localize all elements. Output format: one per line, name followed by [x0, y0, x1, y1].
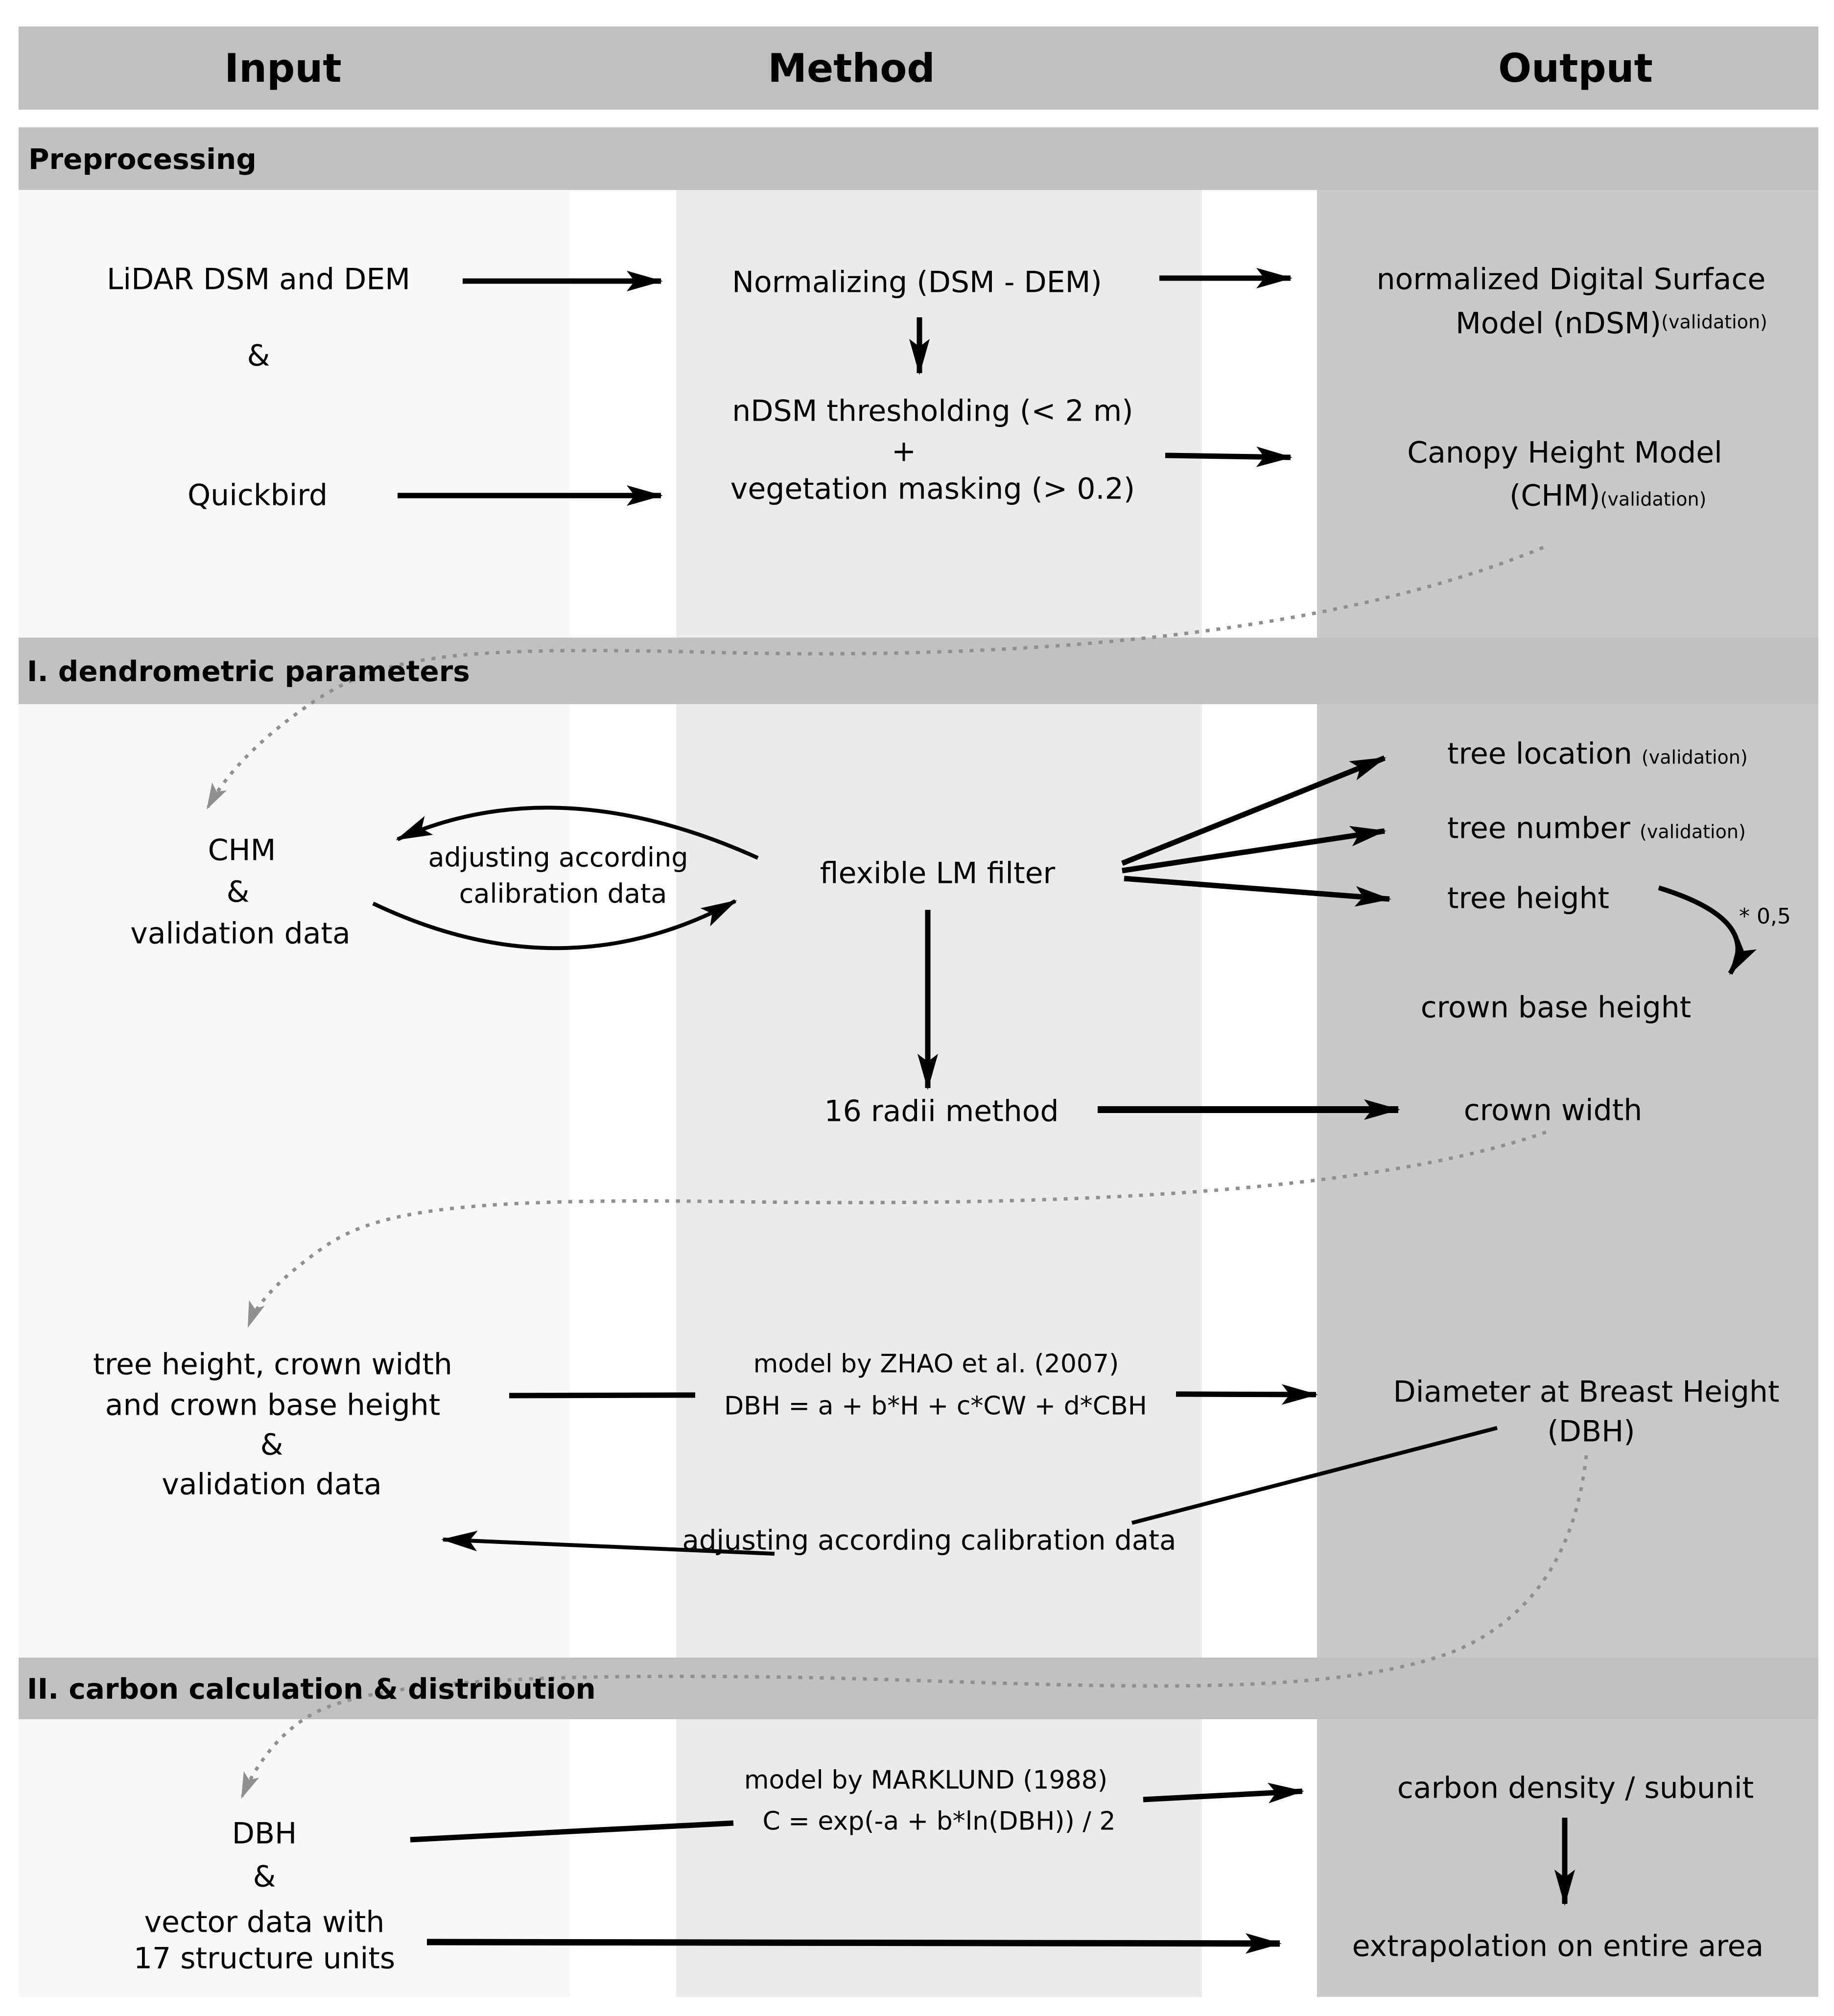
chm-abbrev: (CHM): [1509, 478, 1600, 513]
tree-location-label: tree location: [1447, 736, 1632, 771]
ndsm-label: Model (nDSM): [1456, 306, 1662, 341]
node-adjusting-label: adjusting according calibration data: [682, 1524, 1176, 1557]
ndsm-validation-note: (validation): [1661, 311, 1767, 333]
node-vector-data-line2: 17 structure units: [133, 1941, 396, 1976]
node-carbon-density: carbon density / subunit: [1397, 1771, 1754, 1805]
node-extrapolation: extrapolation on entire area: [1352, 1929, 1764, 1964]
node-ndsm-line2: Model (nDSM)(validation): [1456, 308, 1767, 339]
node-dbh-output-line2: (DBH): [1547, 1414, 1635, 1449]
node-flexible-lm-filter: flexible LM filter: [820, 856, 1056, 891]
node-vector-data-line1: vector data with: [144, 1905, 385, 1940]
ampersand: &: [226, 875, 250, 909]
node-dbh-input-line2: and crown base height: [105, 1388, 441, 1423]
node-crown-base-height: crown base height: [1420, 990, 1692, 1025]
node-16-radii-method: 16 radii method: [824, 1094, 1059, 1129]
section-title-preprocessing: Preprocessing: [28, 142, 257, 176]
node-dbh-input-line3: validation data: [162, 1467, 382, 1502]
preprocessing-section-bar: [19, 127, 1818, 190]
ampersand: &: [247, 338, 270, 373]
input-column-band: [19, 190, 570, 1997]
node-dbh-output-line1: Diameter at Breast Height: [1393, 1375, 1780, 1409]
plus-sign: +: [891, 434, 917, 469]
node-validation-data: validation data: [130, 916, 351, 951]
section-title-dendrometric: I. dendrometric parameters: [27, 655, 470, 688]
loop-label-line2: calibration data: [459, 878, 667, 909]
node-chm-input: CHM: [208, 833, 276, 868]
node-dbh-input-line1: tree height, crown width: [93, 1347, 452, 1382]
node-ndsm-line1: normalized Digital Surface: [1376, 262, 1766, 297]
column-header-method: Method: [768, 46, 935, 91]
chm-validation-note: (validation): [1600, 488, 1707, 510]
node-tree-location: tree location (validation): [1447, 736, 1748, 771]
node-dbh-formula: DBH = a + b*H + c*CW + d*CBH: [724, 1391, 1147, 1421]
column-header-input: Input: [224, 46, 342, 91]
loop-label-line1: adjusting according: [428, 842, 688, 873]
node-crown-width: crown width: [1463, 1093, 1643, 1128]
tree-location-validation: (validation): [1641, 746, 1748, 768]
node-vegetation-masking: vegetation masking (> 0.2): [730, 472, 1135, 506]
ampersand: &: [253, 1859, 276, 1894]
node-tree-number: tree number (validation): [1447, 813, 1746, 844]
method-column-band: [676, 190, 1202, 1997]
node-lidar-dsm-dem: LiDAR DSM and DEM: [106, 262, 411, 297]
node-carbon-formula: C = exp(-a + b*ln(DBH)) / 2: [762, 1806, 1116, 1836]
node-dbh2: DBH: [232, 1816, 297, 1851]
node-tree-height: tree height: [1447, 881, 1610, 916]
node-quickbird: Quickbird: [187, 478, 328, 513]
node-ndsm-thresholding: nDSM thresholding (< 2 m): [732, 394, 1133, 428]
half-factor-label: * 0,5: [1739, 903, 1791, 929]
node-zhao-model: model by ZHAO et al. (2007): [753, 1349, 1119, 1379]
tree-number-label: tree number: [1447, 811, 1630, 846]
node-chm-line1: Canopy Height Model: [1407, 435, 1722, 470]
node-marklund-model: model by MARKLUND (1988): [744, 1765, 1108, 1795]
column-header-output: Output: [1498, 46, 1653, 91]
ampersand: &: [260, 1427, 283, 1462]
node-normalizing: Normalizing (DSM - DEM): [732, 265, 1102, 300]
column-header-bar: [19, 26, 1818, 110]
tree-number-validation: (validation): [1640, 821, 1746, 843]
node-chm-line2: (CHM)(validation): [1509, 478, 1707, 513]
section-title-carbon: II. carbon calculation & distribution: [27, 1672, 596, 1706]
